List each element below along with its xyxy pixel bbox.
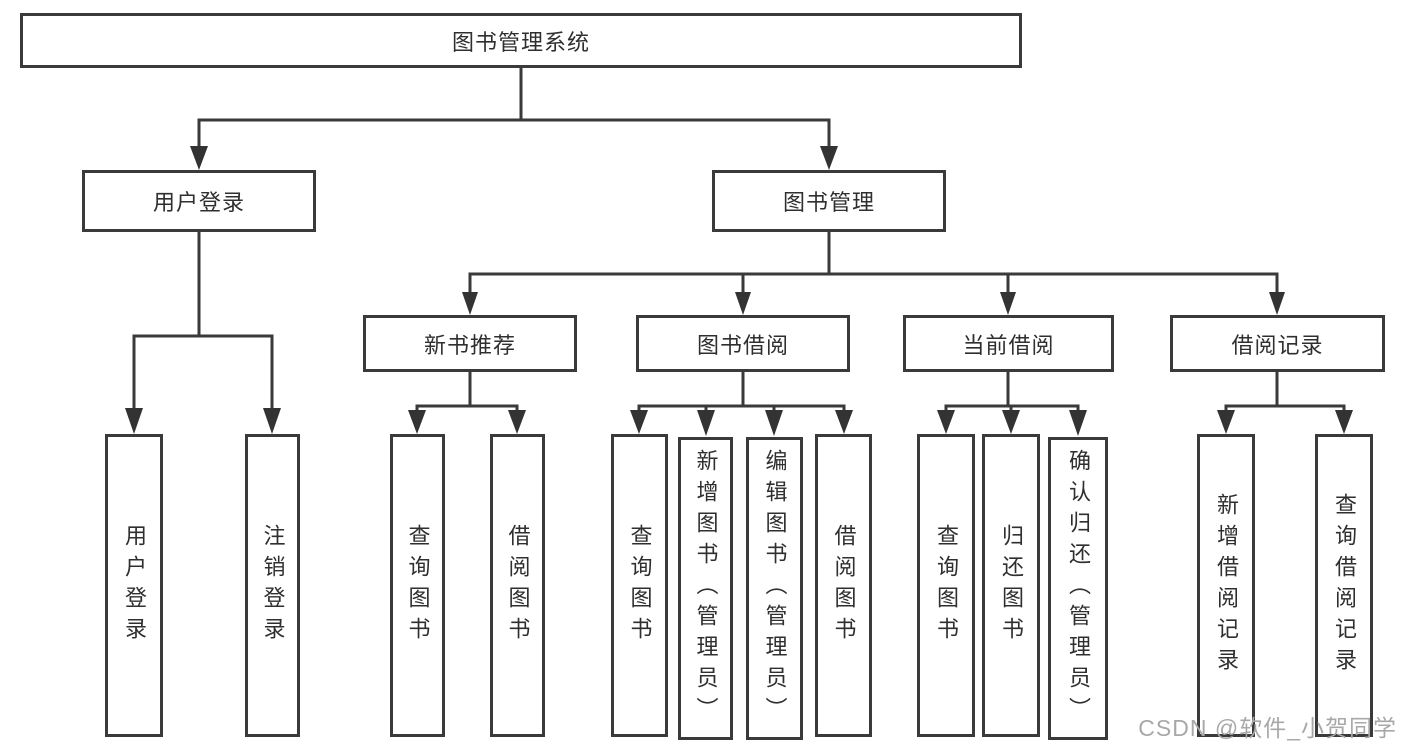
leaf-borrow-borrow-books: 借阅图书 <box>815 434 872 737</box>
arrow-down-icon <box>1069 410 1087 436</box>
arrow-down-icon <box>835 410 853 434</box>
arrow-down-icon <box>508 410 526 434</box>
leaf-borrow-add-books: 新增图书（管理员） <box>678 437 733 740</box>
csdn-watermark: CSDN @软件_小贺同学 <box>1138 715 1397 741</box>
arrow-down-icon <box>697 410 715 436</box>
node-root-label: 图书管理系统 <box>451 29 590 55</box>
leaf-rec-query-books-label: 查询图书 <box>405 523 431 648</box>
leaf-records-add-record: 新增借阅记录 <box>1197 434 1255 737</box>
arrow-down-icon <box>1002 410 1020 434</box>
node-book-management: 图书管理 <box>712 170 946 232</box>
leaf-records-query-record-label: 查询借阅记录 <box>1332 492 1357 679</box>
node-current-borrow: 当前借阅 <box>903 315 1114 372</box>
leaf-user-login-label: 用户登录 <box>122 523 147 648</box>
arrow-down-icon <box>462 292 478 315</box>
leaf-rec-query-books: 查询图书 <box>390 434 445 737</box>
leaf-logout: 注销登录 <box>245 434 300 737</box>
arrow-down-icon <box>190 146 208 170</box>
arrow-down-icon <box>1269 292 1285 315</box>
arrow-down-icon <box>125 408 143 434</box>
leaf-borrow-query-books-label: 查询图书 <box>627 523 653 648</box>
leaf-borrow-add-books-label: 新增图书（管理员） <box>693 449 719 728</box>
leaf-logout-label: 注销登录 <box>260 523 286 648</box>
leaf-current-query-books-label: 查询图书 <box>934 523 959 648</box>
node-new-book-recommend-label: 新书推荐 <box>423 332 516 358</box>
leaf-borrow-edit-books-label: 编辑图书（管理员） <box>762 449 788 728</box>
leaf-rec-borrow-books: 借阅图书 <box>490 434 545 737</box>
leaf-current-return-books: 归还图书 <box>982 434 1040 737</box>
arrow-down-icon <box>1335 410 1353 434</box>
node-user-login-label: 用户登录 <box>152 190 245 215</box>
node-book-borrow: 图书借阅 <box>636 315 850 372</box>
arrow-down-icon <box>937 410 955 434</box>
leaf-records-add-record-label: 新增借阅记录 <box>1214 492 1239 679</box>
node-current-borrow-label: 当前借阅 <box>962 332 1055 358</box>
leaf-records-query-record: 查询借阅记录 <box>1315 434 1373 737</box>
leaf-current-confirm-return-label: 确认归还（管理员） <box>1066 449 1091 728</box>
leaf-current-confirm-return: 确认归还（管理员） <box>1048 437 1108 740</box>
node-book-management-label: 图书管理 <box>782 190 875 215</box>
node-root: 图书管理系统 <box>20 13 1022 68</box>
arrow-down-icon <box>735 292 751 315</box>
node-user-login: 用户登录 <box>82 170 316 232</box>
node-book-borrow-label: 图书借阅 <box>696 332 789 358</box>
leaf-current-return-books-label: 归还图书 <box>999 523 1024 648</box>
arrow-down-icon <box>630 410 648 434</box>
leaf-borrow-borrow-books-label: 借阅图书 <box>831 523 857 648</box>
node-new-book-recommend: 新书推荐 <box>363 315 577 372</box>
leaf-borrow-edit-books: 编辑图书（管理员） <box>746 437 803 740</box>
node-borrow-records: 借阅记录 <box>1170 315 1385 372</box>
arrow-down-icon <box>263 408 281 434</box>
leaf-user-login: 用户登录 <box>105 434 163 737</box>
arrow-down-icon <box>1000 292 1016 315</box>
leaf-borrow-query-books: 查询图书 <box>611 434 668 737</box>
arrow-down-icon <box>1217 410 1235 434</box>
arrow-down-icon <box>408 410 426 434</box>
leaf-current-query-books: 查询图书 <box>917 434 975 737</box>
arrow-down-icon <box>820 146 838 170</box>
leaf-rec-borrow-books-label: 借阅图书 <box>505 523 531 648</box>
node-borrow-records-label: 借阅记录 <box>1231 332 1324 358</box>
arrow-down-icon <box>765 410 783 436</box>
